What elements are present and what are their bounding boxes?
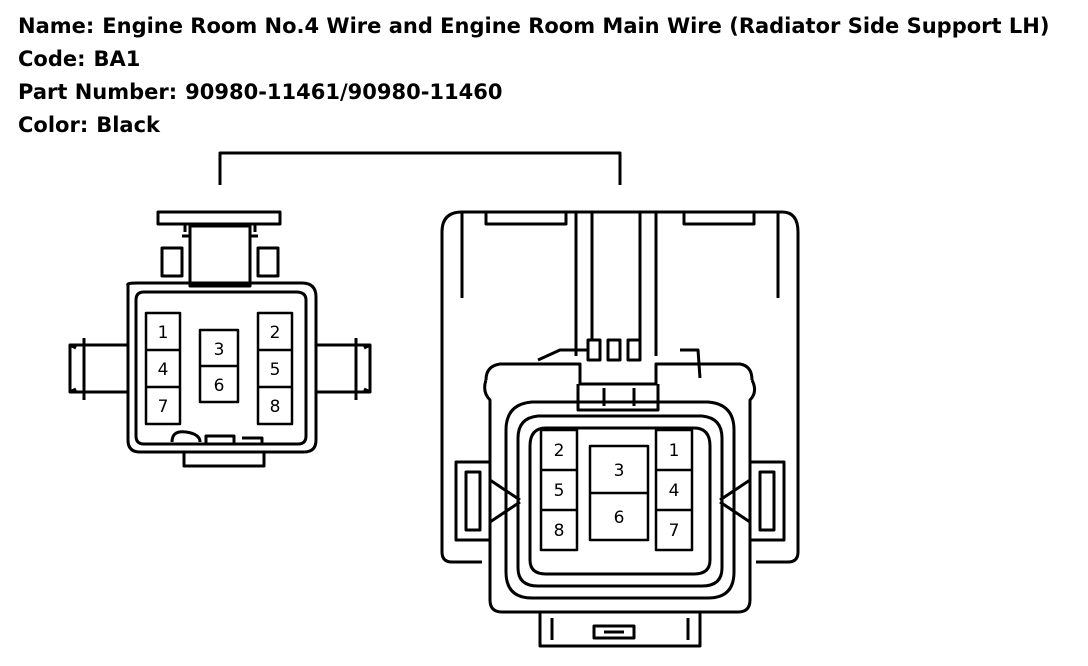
mating-bracket (218, 151, 622, 185)
part-number-label: Part Number: (18, 80, 178, 104)
part-number-value: 90980-11461/90980-11460 (185, 80, 503, 104)
left-pin-7: 7 (158, 397, 169, 417)
right-connector (440, 210, 800, 648)
name-label: Name: (18, 14, 95, 38)
right-pin-3: 3 (614, 461, 625, 481)
left-pin-8: 8 (270, 397, 281, 417)
right-pin-2: 2 (554, 441, 565, 461)
right-pin-4: 4 (669, 481, 680, 501)
code-row: Code: BA1 (18, 43, 1049, 76)
left-pin-1: 1 (158, 323, 169, 343)
part-number-row: Part Number: 90980-11461/90980-11460 (18, 76, 1049, 109)
right-pin-5: 5 (554, 481, 565, 501)
name-value: Engine Room No.4 Wire and Engine Room Ma… (102, 14, 1050, 38)
name-row: Name: Engine Room No.4 Wire and Engine Ro… (18, 10, 1049, 43)
right-pin-6: 6 (614, 508, 625, 528)
left-connector (68, 210, 372, 468)
left-pin-3: 3 (214, 340, 225, 360)
left-pin-2: 2 (270, 323, 281, 343)
code-value: BA1 (93, 47, 141, 71)
right-pin-1: 1 (669, 441, 680, 461)
connector-info: Name: Engine Room No.4 Wire and Engine Ro… (18, 10, 1049, 142)
color-row: Color: Black (18, 109, 1049, 142)
left-pin-5: 5 (270, 360, 281, 380)
left-pin-4: 4 (158, 360, 169, 380)
color-label: Color: (18, 113, 89, 137)
color-value: Black (96, 113, 161, 137)
left-pin-6: 6 (214, 376, 225, 396)
code-label: Code: (18, 47, 86, 71)
right-pin-7: 7 (669, 521, 680, 541)
right-pin-8: 8 (554, 521, 565, 541)
